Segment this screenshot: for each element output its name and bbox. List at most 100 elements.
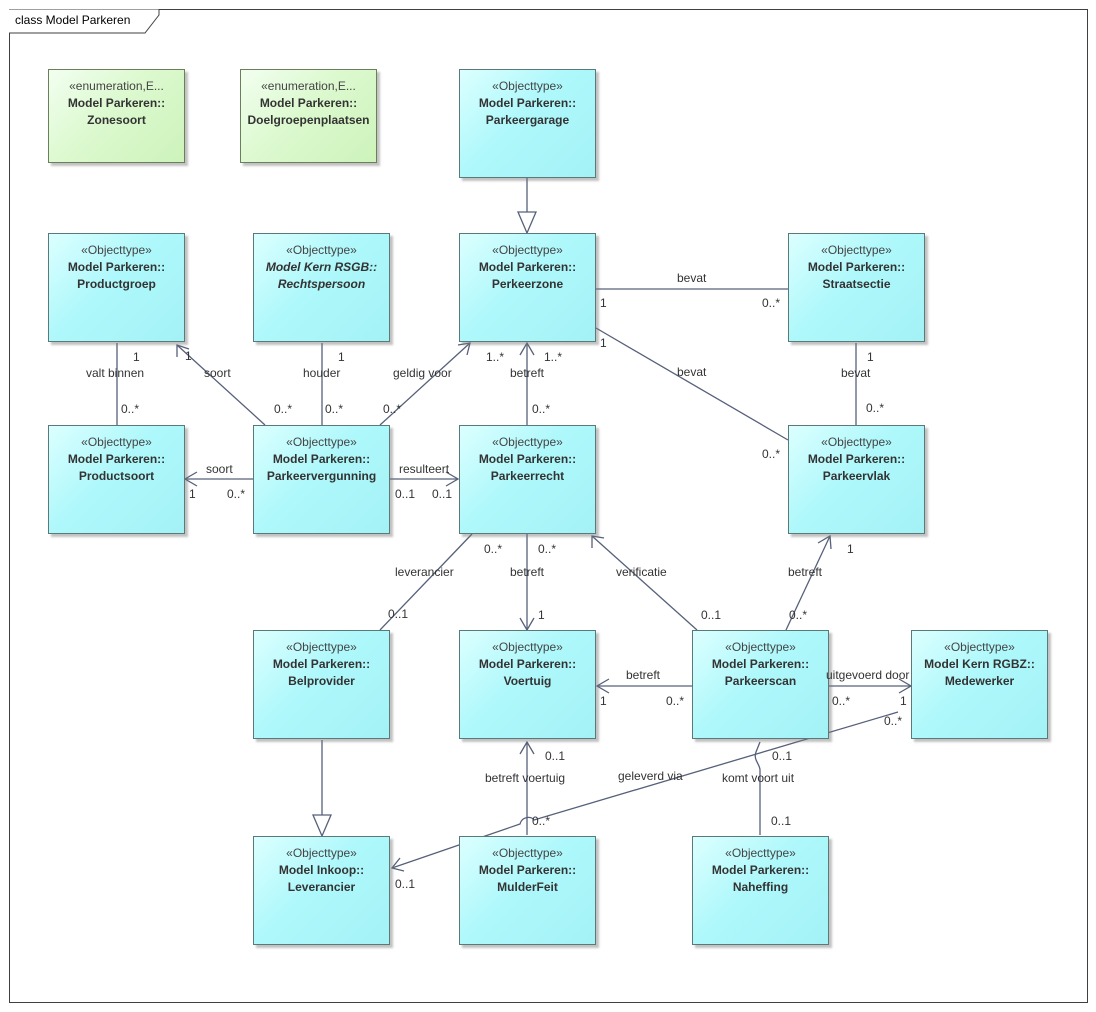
class-name: Parkeergarage xyxy=(485,113,570,127)
multiplicity-label: 0..* xyxy=(666,694,685,708)
class-name: Rechtspersoon xyxy=(277,277,366,291)
multiplicity-label: 0..1 xyxy=(395,487,416,501)
stereotype: «Objecttype» xyxy=(821,243,892,257)
multiplicity-label: 0..* xyxy=(866,401,885,415)
class-package: Model Kern RGBZ:: xyxy=(924,657,1035,671)
assoc-medewerker-leverancier[interactable] xyxy=(391,711,899,869)
role-label: betreft voertuig xyxy=(485,771,566,785)
class-name: Medewerker xyxy=(944,674,1015,688)
role-label: geleverd via xyxy=(618,769,683,783)
class-package: Model Parkeren:: xyxy=(259,96,358,110)
class-productgroep[interactable]: «Objecttype» Model Parkeren:: Productgro… xyxy=(48,233,185,342)
class-package: Model Parkeren:: xyxy=(272,452,371,466)
class-package: Model Parkeren:: xyxy=(807,452,906,466)
role-label: houder xyxy=(303,366,341,380)
multiplicity-label: 0..* xyxy=(538,542,557,556)
class-medewerker[interactable]: «Objecttype» Model Kern RGBZ:: Medewerke… xyxy=(911,630,1048,739)
arrowhead-voertuig-b xyxy=(595,678,610,694)
stereotype: «enumeration,E... xyxy=(261,79,356,93)
class-mulderfeit[interactable]: «Objecttype» Model Parkeren:: MulderFeit xyxy=(459,836,596,945)
role-label: soort xyxy=(206,462,233,476)
multiplicity-label: 0..1 xyxy=(395,877,416,891)
class-package: Model Parkeren:: xyxy=(711,657,810,671)
multiplicity-label: 1..* xyxy=(544,350,563,364)
class-naheffing[interactable]: «Objecttype» Model Parkeren:: Naheffing xyxy=(692,836,829,945)
class-parkeerzone[interactable]: «Objecttype» Model Parkeren:: Perkeerzon… xyxy=(459,233,596,342)
role-label: bevat xyxy=(677,365,707,379)
role-label: geldig voor xyxy=(393,366,452,380)
multiplicity-label: 1 xyxy=(867,350,874,364)
class-package: Model Parkeren:: xyxy=(478,260,577,274)
role-label: soort xyxy=(204,366,231,380)
stereotype: «Objecttype» xyxy=(492,243,563,257)
class-name: Productgroep xyxy=(77,277,156,291)
multiplicity-label: 0..* xyxy=(532,814,551,828)
class-package: Model Parkeren:: xyxy=(67,452,166,466)
class-name: Parkeervergunning xyxy=(266,469,377,483)
multiplicity-label: 0..* xyxy=(832,694,851,708)
role-label: uitgevoerd door xyxy=(826,668,910,682)
class-package: Model Parkeren:: xyxy=(67,260,166,274)
role-label: betreft xyxy=(626,668,661,682)
stereotype: «Objecttype» xyxy=(725,846,796,860)
class-name: Zonesoort xyxy=(87,113,146,127)
arrowhead-productsoort xyxy=(183,471,198,487)
stereotype: «Objecttype» xyxy=(821,435,892,449)
arrowhead-parkeerzone-b xyxy=(519,341,535,356)
assoc-parkeervergunning-productgroep[interactable] xyxy=(176,344,266,426)
class-package: Model Parkeren:: xyxy=(478,452,577,466)
arrowhead-productgroep xyxy=(176,344,190,357)
class-name: Productsoort xyxy=(78,469,155,483)
role-label: bevat xyxy=(841,366,871,380)
class-parkeervlak[interactable]: «Objecttype» Model Parkeren:: Parkeervla… xyxy=(788,425,925,534)
multiplicity-label: 1 xyxy=(189,487,196,501)
class-package: Model Parkeren:: xyxy=(272,657,371,671)
class-package: Model Parkeren:: xyxy=(478,96,577,110)
stereotype: «Objecttype» xyxy=(81,435,152,449)
multiplicity-label: 1..* xyxy=(486,350,505,364)
class-parkeerrecht[interactable]: «Objecttype» Model Parkeren:: Parkeerrec… xyxy=(459,425,596,534)
class-package: Model Parkeren:: xyxy=(711,863,810,877)
class-doelgroepenplaatsen[interactable]: «enumeration,E... Model Parkeren:: Doelg… xyxy=(240,69,377,163)
arrowhead-parkeervlak xyxy=(817,534,832,550)
multiplicity-label: 1 xyxy=(185,349,192,363)
class-belprovider[interactable]: «Objecttype» Model Parkeren:: Belprovide… xyxy=(253,630,390,739)
multiplicity-label: 1 xyxy=(600,694,607,708)
role-label: betreft xyxy=(510,366,545,380)
assoc-naheffing-parkeerscan[interactable] xyxy=(754,741,761,835)
multiplicity-label: 1 xyxy=(338,350,345,364)
multiplicity-label: 0..* xyxy=(484,542,503,556)
role-label: bevat xyxy=(677,271,707,285)
multiplicity-label: 0..* xyxy=(383,402,402,416)
class-package: Model Inkoop:: xyxy=(278,863,365,877)
class-name: Leverancier xyxy=(287,880,356,894)
assoc-parkeerrecht-belprovider[interactable] xyxy=(379,533,473,631)
multiplicity-label: 0..1 xyxy=(388,607,409,621)
class-zonesoort[interactable]: «enumeration,E... Model Parkeren:: Zones… xyxy=(48,69,185,163)
class-parkeergarage[interactable]: «Objecttype» Model Parkeren:: Parkeergar… xyxy=(459,69,596,178)
generalization-arrowhead-parkeerzone xyxy=(517,211,537,235)
class-name: Straatsectie xyxy=(822,277,891,291)
stereotype: «Objecttype» xyxy=(725,640,796,654)
stereotype: «Objecttype» xyxy=(81,243,152,257)
class-package: Model Kern RSGB:: xyxy=(265,260,378,274)
class-voertuig[interactable]: «Objecttype» Model Parkeren:: Voertuig xyxy=(459,630,596,739)
role-label: betreft xyxy=(510,565,545,579)
assoc-parkeerscan-parkeervlak[interactable] xyxy=(785,535,831,631)
class-package: Model Parkeren:: xyxy=(67,96,166,110)
assoc-parkeervergunning-parkeerzone[interactable] xyxy=(379,342,471,426)
class-package: Model Parkeren:: xyxy=(478,863,577,877)
class-rechtspersoon[interactable]: «Objecttype» Model Kern RSGB:: Rechtsper… xyxy=(253,233,390,342)
multiplicity-label: 1 xyxy=(600,296,607,310)
class-name: Parkeerrecht xyxy=(490,469,565,483)
role-label: komt voort uit xyxy=(722,771,795,785)
class-parkeervergunning[interactable]: «Objecttype» Model Parkeren:: Parkeerver… xyxy=(253,425,390,534)
class-straatsectie[interactable]: «Objecttype» Model Parkeren:: Straatsect… xyxy=(788,233,925,342)
multiplicity-label: 0..1 xyxy=(771,814,792,828)
assoc-parkeerscan-parkeerrecht[interactable] xyxy=(591,535,698,631)
assoc-parkeerzone-parkeervlak[interactable] xyxy=(595,327,789,441)
role-label: betreft xyxy=(788,565,823,579)
class-productsoort[interactable]: «Objecttype» Model Parkeren:: Productsoo… xyxy=(48,425,185,534)
class-parkeerscan[interactable]: «Objecttype» Model Parkeren:: Parkeersca… xyxy=(692,630,829,739)
class-leverancier[interactable]: «Objecttype» Model Inkoop:: Leverancier xyxy=(253,836,390,945)
